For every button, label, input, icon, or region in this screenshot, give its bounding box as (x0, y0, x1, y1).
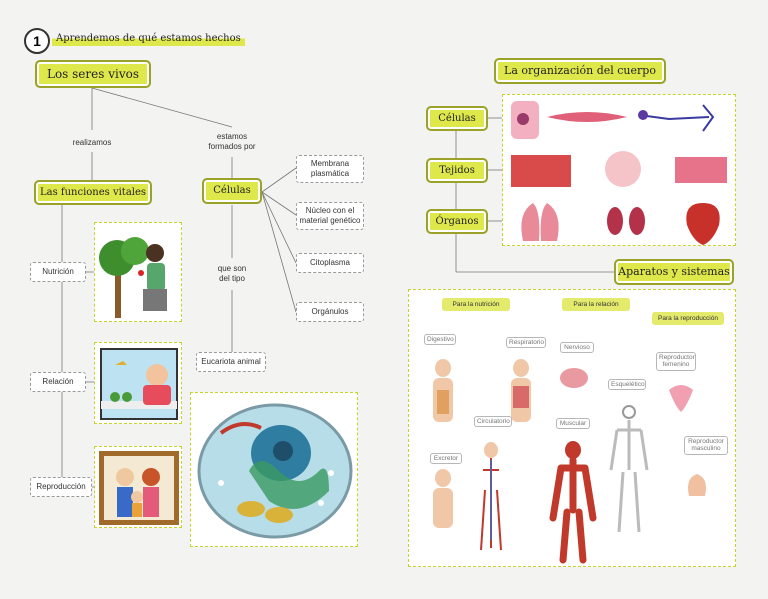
group-reproduccion: Para la reproducción (652, 312, 724, 325)
system-nervioso: Nervioso (560, 342, 594, 353)
cells-tissues-organs-image (503, 95, 737, 247)
man-at-window-image (95, 343, 183, 425)
animal-cell-illustration (190, 392, 358, 547)
organizacion-title-label: La organización del cuerpo (504, 64, 656, 77)
cell-part-membrana: Membrana plasmática (296, 155, 364, 183)
family-portrait-image (95, 447, 183, 529)
link-estamos-formados: estamos formados por (202, 132, 262, 153)
system-digestivo: Digestivo (424, 334, 456, 345)
function-reproduccion: Reproducción (30, 477, 92, 497)
cell-part-organulos: Orgánulos (296, 302, 364, 322)
aparatos-sistemas-label: Aparatos y sistemas (618, 265, 730, 278)
root-node: Los seres vivos (35, 60, 151, 88)
relacion-illustration (94, 342, 182, 424)
system-circulatorio: Circulatorio (474, 416, 512, 427)
organizacion-title-node: La organización del cuerpo (494, 58, 666, 84)
level-celulas: Células (426, 106, 488, 131)
function-relacion: Relación (30, 372, 86, 392)
celulas-label: Células (213, 185, 251, 196)
section-title: Aprendemos de qué estamos hechos (52, 32, 245, 46)
cell-part-nucleo: Núcleo con el material genético (296, 202, 364, 230)
cell-type-eucariota: Eucariota animal (196, 352, 266, 372)
aparatos-sistemas-node: Aparatos y sistemas (614, 259, 734, 285)
animal-cell-image (191, 393, 359, 548)
system-reproductor-femenino: Reproductor femenino (656, 352, 696, 371)
level-organos-label: Órganos (436, 216, 479, 227)
function-nutricion: Nutrición (30, 262, 86, 282)
cell-part-citoplasma: Citoplasma (296, 253, 364, 273)
funciones-vitales-label: Las funciones vitales (40, 187, 146, 198)
group-nutricion: Para la nutrición (442, 298, 510, 311)
system-excretor: Excretor (430, 453, 462, 464)
system-reproductor-masculino: Reproductor masculino (684, 436, 728, 455)
level-tejidos: Tejidos (426, 158, 488, 183)
reproduccion-illustration (94, 446, 182, 528)
level-tejidos-label: Tejidos (439, 165, 475, 176)
boy-eating-apple-image (95, 223, 183, 323)
link-realizamos: realizamos (62, 138, 122, 148)
group-relacion: Para la relación (562, 298, 630, 311)
system-respiratorio: Respiratorio (506, 337, 546, 348)
section-number-badge: 1 (24, 28, 50, 54)
section-number: 1 (33, 33, 41, 49)
funciones-vitales-node: Las funciones vitales (34, 180, 152, 205)
link-que-son-del-tipo: que son del tipo (214, 264, 250, 285)
section-title-text: Aprendemos de qué estamos hechos (56, 33, 241, 44)
nutricion-illustration (94, 222, 182, 322)
system-muscular: Muscular (556, 418, 590, 429)
cells-tissues-organs-illustration (502, 94, 736, 246)
system-esqueletico: Esquelético (608, 379, 646, 390)
level-celulas-label: Células (438, 113, 476, 124)
root-label: Los seres vivos (47, 67, 139, 81)
celulas-node: Células (202, 178, 262, 204)
level-organos: Órganos (426, 209, 488, 234)
